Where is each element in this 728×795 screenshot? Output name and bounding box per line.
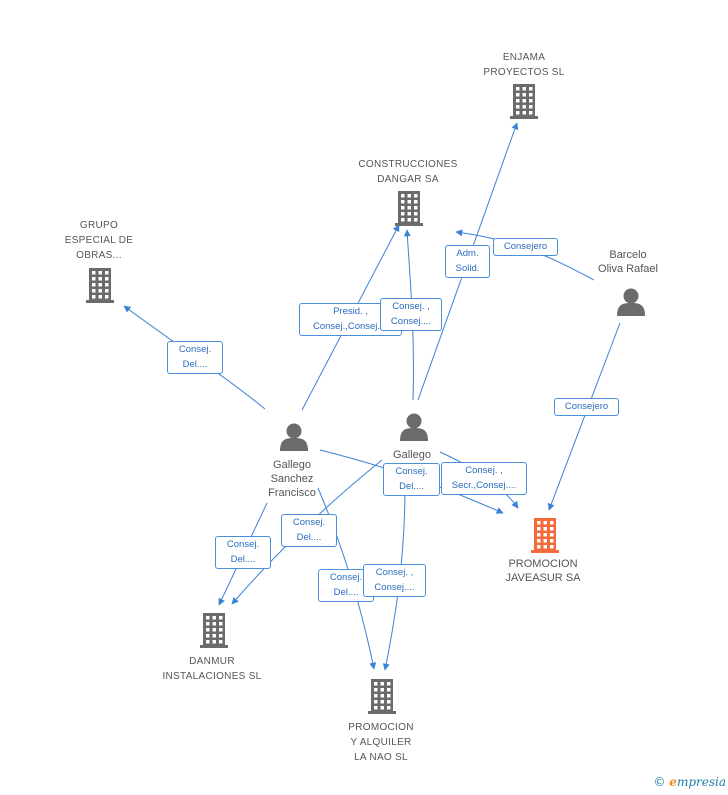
node-label-danmur[interactable]: DANMUR INSTALACIONES SL	[162, 656, 262, 682]
edge-label-gallego2-to-enjama[interactable]: Adm. Solid.	[445, 245, 490, 278]
person-icon[interactable]	[400, 413, 428, 442]
node-label-gallego2[interactable]: Gallego	[393, 449, 431, 461]
node-label-enjama[interactable]: ENJAMA PROYECTOS SL	[483, 52, 565, 78]
node-label-nao[interactable]: PROMOCION Y ALQUILER LA NAO SL	[348, 722, 414, 763]
node-label-construcciones[interactable]: CONSTRUCCIONES DANGAR SA	[358, 159, 458, 185]
node-label-gallego_sf[interactable]: Gallego Sanchez Francisco	[268, 459, 316, 499]
edge-label-gallego2-to-nao[interactable]: Consej. , Consej....	[363, 564, 426, 597]
brand-initial: e	[669, 775, 677, 789]
edge-label-gallego2-to-javeasur[interactable]: Consej. , Secr.,Consej....	[441, 462, 527, 495]
node-label-grupo[interactable]: GRUPO ESPECIAL DE OBRAS...	[64, 220, 134, 261]
edge-label-gallego_sf-to-grupo[interactable]: Consej. Del....	[167, 341, 223, 374]
copyright-symbol: ©	[653, 775, 666, 789]
building-icon[interactable]	[200, 613, 228, 648]
building-icon[interactable]	[510, 84, 538, 119]
person-icon[interactable]	[617, 288, 645, 317]
edge-label-gallego2-to-danmur[interactable]: Consej. Del....	[281, 514, 337, 547]
node-label-javeasur[interactable]: PROMOCION JAVEASUR SA	[505, 558, 581, 584]
brand-name: mpresia	[676, 775, 726, 789]
edge-barcelo-to-javeasur	[547, 322, 621, 511]
building-icon[interactable]	[395, 191, 423, 226]
person-icon[interactable]	[280, 423, 308, 452]
edge-label-gallego_sf-to-danmur[interactable]: Consej. Del....	[215, 536, 271, 569]
building-icon[interactable]	[368, 679, 396, 714]
building-icon[interactable]	[531, 518, 559, 553]
footer-brand[interactable]: © empresia	[653, 775, 726, 789]
building-icon[interactable]	[86, 268, 114, 303]
edge-label-barcelo-to-construcciones[interactable]: Consejero	[493, 238, 558, 256]
node-label-barcelo[interactable]: Barcelo Oliva Rafael	[598, 249, 658, 275]
edge-label-gallego_sf-to-javeasur[interactable]: Consej. Del....	[383, 463, 440, 496]
edge-label-gallego2-to-construcciones[interactable]: Consej. , Consej....	[380, 298, 442, 331]
nodes-layer	[86, 84, 645, 714]
edge-label-barcelo-to-javeasur[interactable]: Consejero	[554, 398, 619, 416]
